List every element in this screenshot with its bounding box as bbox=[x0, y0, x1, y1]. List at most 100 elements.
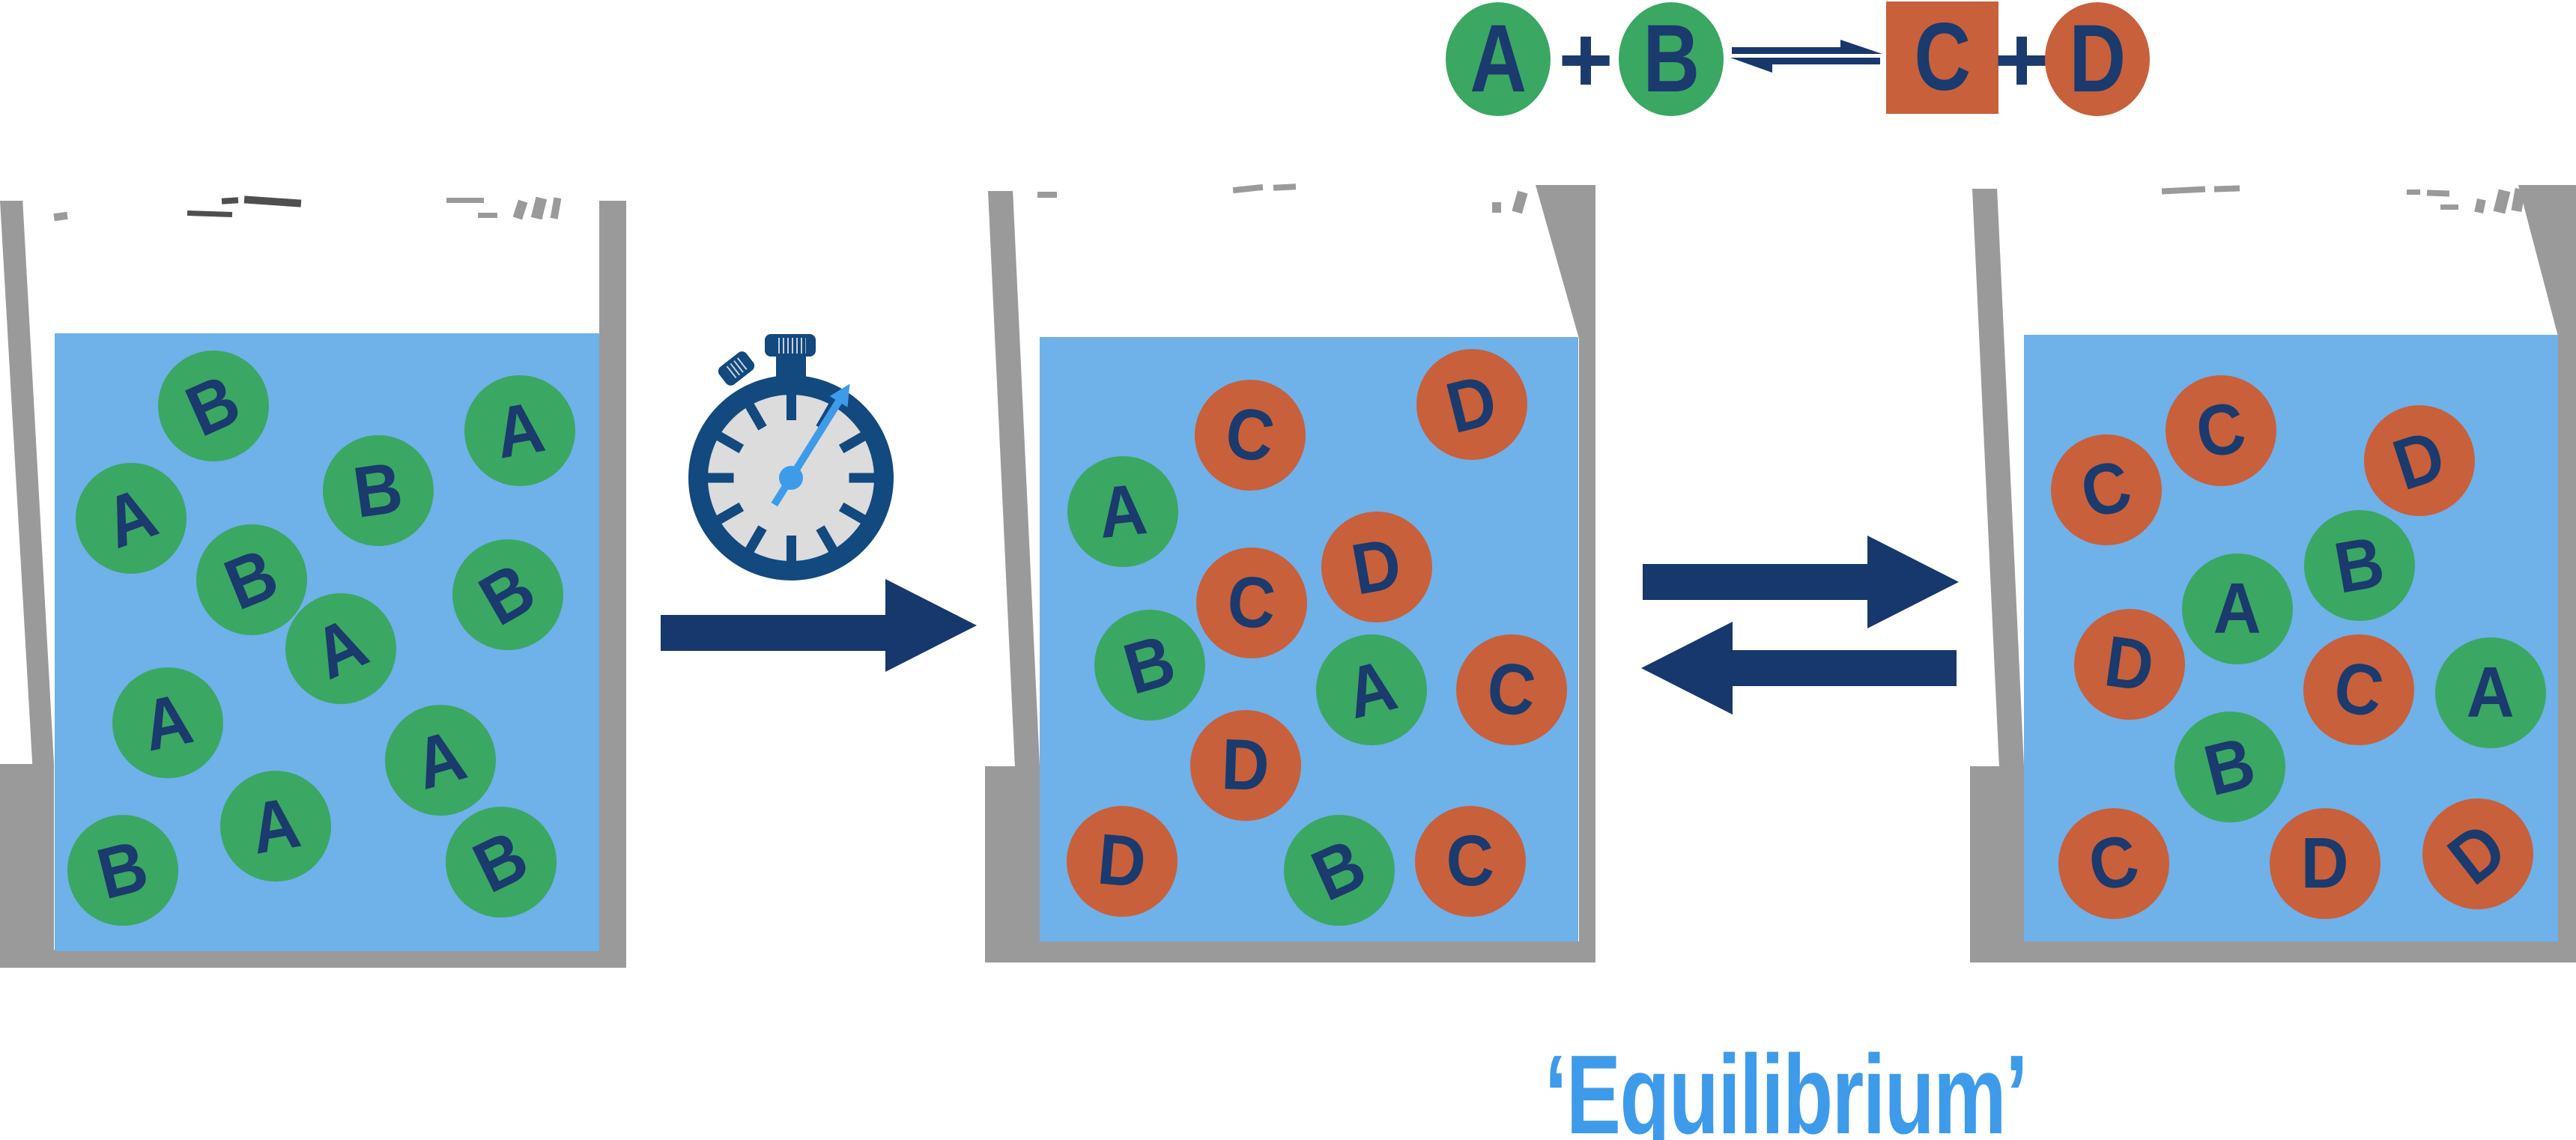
molecule-A: A bbox=[1316, 634, 1427, 745]
molecule-B: B bbox=[158, 351, 269, 461]
reverse-harpoon-line bbox=[1769, 58, 1880, 64]
molecule-letter: A bbox=[1338, 644, 1404, 735]
molecule-letter: A bbox=[136, 678, 200, 767]
molecule-A: A bbox=[76, 463, 187, 574]
beaker-bottom bbox=[1970, 942, 2576, 962]
plus-sign: + bbox=[1558, 6, 1613, 112]
molecule-C: C bbox=[2166, 375, 2276, 486]
molecule-letter: D bbox=[1438, 359, 1505, 449]
molecule-letter: D bbox=[1094, 819, 1150, 903]
beaker-left-wall bbox=[0, 201, 54, 764]
rim-artifact bbox=[2440, 204, 2458, 210]
molecule-letter: C bbox=[1225, 560, 1279, 645]
molecule-D: D bbox=[2270, 808, 2380, 919]
molecule-A: A bbox=[2182, 554, 2293, 664]
molecule-letter: C bbox=[1445, 819, 1496, 903]
beaker-left-foot bbox=[985, 766, 1040, 962]
stopwatch-tick bbox=[849, 473, 876, 483]
equation-molecule-d: D bbox=[2045, 2, 2150, 116]
molecule-letter: B bbox=[1300, 823, 1378, 917]
molecule-letter: C bbox=[2073, 444, 2139, 535]
reversible-arrow-icon bbox=[1730, 37, 1884, 75]
equilibrium-caption: ‘Equilibrium’ bbox=[1544, 1031, 2028, 1140]
molecule-letter: D bbox=[2301, 823, 2349, 903]
molecule-A: A bbox=[2435, 637, 2546, 748]
forward-harpoon-head bbox=[1840, 40, 1882, 54]
molecule-B: B bbox=[1094, 610, 1205, 721]
molecule-letter: D bbox=[2100, 621, 2160, 707]
rim-artifact bbox=[1037, 192, 1057, 198]
beaker-bottom bbox=[0, 950, 626, 968]
equation-molecule-b: B bbox=[1619, 2, 1724, 116]
molecule-D: D bbox=[1067, 806, 1178, 917]
rim-artifact bbox=[53, 211, 68, 222]
molecule-B: B bbox=[452, 539, 563, 650]
molecule-letter: D bbox=[2434, 807, 2521, 900]
equation-letter-a: A bbox=[1470, 5, 1527, 112]
molecule-letter: D bbox=[1346, 523, 1407, 610]
rim-artifact bbox=[1273, 184, 1297, 191]
molecule-A: A bbox=[464, 375, 575, 486]
rim-artifact bbox=[1512, 190, 1528, 214]
reverse-harpoon-head bbox=[1730, 58, 1772, 73]
molecule-letter: B bbox=[467, 548, 549, 641]
stopwatch-top-button bbox=[765, 334, 816, 357]
beaker-right-wall bbox=[1579, 185, 1595, 962]
rim-artifact bbox=[512, 199, 528, 220]
rim-artifact bbox=[2511, 188, 2526, 212]
stopwatch-tick bbox=[787, 394, 796, 420]
molecule-letter: B bbox=[461, 815, 540, 909]
forward-arrow-head bbox=[1867, 536, 1959, 628]
molecule-C: C bbox=[2051, 434, 2162, 545]
molecule-C: C bbox=[2303, 634, 2414, 745]
molecule-B: B bbox=[2175, 712, 2285, 822]
molecule-letter: B bbox=[2329, 521, 2390, 609]
beaker-left-foot bbox=[1970, 766, 2024, 962]
forward-harpoon-line bbox=[1732, 47, 1844, 54]
molecule-A: A bbox=[285, 593, 396, 704]
molecule-letter: A bbox=[489, 386, 551, 474]
molecule-letter: C bbox=[2328, 646, 2389, 733]
molecule-letter: C bbox=[2082, 819, 2146, 908]
molecule-D: D bbox=[1416, 349, 1527, 460]
molecule-B: B bbox=[323, 435, 434, 546]
molecule-B: B bbox=[446, 807, 557, 918]
equation-molecule-a: A bbox=[1446, 2, 1551, 116]
rim-artifact bbox=[2493, 189, 2511, 214]
forward-arrow-shaft bbox=[1643, 564, 1869, 600]
molecule-letter: A bbox=[94, 472, 168, 564]
rim-artifact bbox=[2474, 198, 2486, 214]
molecule-letter: A bbox=[1094, 468, 1151, 554]
molecule-B: B bbox=[2304, 510, 2415, 621]
molecule-letter: A bbox=[406, 715, 475, 805]
rim-artifact bbox=[550, 197, 562, 219]
progress-arrow-shaft bbox=[661, 615, 887, 651]
equation-letter-c: C bbox=[1914, 4, 1971, 111]
molecule-letter: A bbox=[2213, 569, 2261, 649]
stopwatch-tick bbox=[787, 536, 796, 562]
equation-molecule-c: C bbox=[1886, 1, 1998, 114]
beaker-left-foot bbox=[0, 764, 54, 966]
molecule-C: C bbox=[1415, 806, 1526, 917]
molecule-letter: A bbox=[245, 782, 306, 870]
rim-artifact bbox=[187, 210, 233, 218]
reverse-arrow-shaft bbox=[1731, 650, 1957, 686]
rim-artifact bbox=[530, 196, 548, 220]
molecule-D: D bbox=[1321, 512, 1432, 622]
molecule-letter: B bbox=[214, 533, 289, 626]
molecule-D: D bbox=[1190, 710, 1301, 821]
beaker-right-wall bbox=[599, 201, 626, 966]
plus-sign: + bbox=[1994, 6, 2049, 112]
molecule-A: A bbox=[112, 667, 223, 778]
progress-arrow-head bbox=[885, 579, 977, 672]
molecule-letter: B bbox=[175, 359, 252, 452]
molecule-B: B bbox=[1284, 815, 1395, 926]
stopwatch-side-button bbox=[715, 349, 757, 388]
stopwatch-stem bbox=[776, 354, 806, 378]
stopwatch-center-pivot bbox=[779, 466, 803, 490]
beaker-right-wall-flare bbox=[2518, 185, 2558, 336]
beaker-left-wall bbox=[1972, 189, 2024, 766]
molecule-letter: A bbox=[302, 601, 379, 695]
molecule-letter: C bbox=[1221, 392, 1280, 478]
